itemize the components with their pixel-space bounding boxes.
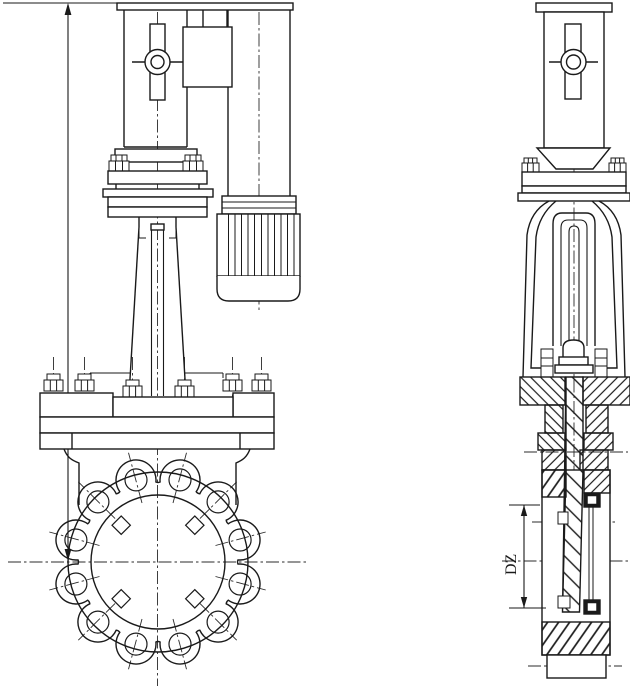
- bonnet-bolts: [43, 373, 272, 398]
- yoke-outer-right: [598, 200, 626, 378]
- motor-fins: [228, 214, 295, 276]
- actuator-mounting-stack: [102, 148, 214, 218]
- bonnet-assembly: [39, 372, 275, 505]
- dz-dimension: DZ: [503, 504, 546, 609]
- side-bolt-right: [608, 157, 627, 173]
- bottom-stub: [546, 654, 607, 679]
- body-bottom-band: [541, 621, 611, 656]
- stem-tube-outer: [552, 212, 596, 346]
- guide-notch-upper: [557, 511, 569, 525]
- handwheel: [132, 23, 183, 101]
- yoke-inner-right: [591, 200, 618, 369]
- seat-seals: [583, 492, 601, 615]
- front-centerlines: [8, 12, 308, 686]
- base-plate-right: [582, 376, 630, 406]
- body-top-band-right: [583, 469, 611, 494]
- height-dimension: [3, 2, 118, 561]
- side-funnel: [535, 147, 612, 170]
- side-actuator: [517, 2, 630, 202]
- electric-motor: [216, 195, 301, 302]
- side-bolt-left: [521, 157, 540, 173]
- motor-end-bell: [216, 276, 301, 302]
- guide-notch-lower: [557, 595, 571, 609]
- body-shoulder-right: [235, 448, 251, 505]
- front-view: [8, 2, 308, 686]
- side-yoke: [522, 200, 626, 378]
- side-section: [519, 376, 630, 679]
- yoke-outer-left: [522, 200, 550, 378]
- gate-guide-lugs: [111, 515, 205, 609]
- arrowhead-up: [64, 3, 72, 15]
- body-shoulder-left: [63, 448, 80, 505]
- packing-left: [544, 404, 564, 434]
- base-plate-left: [519, 376, 566, 406]
- yoke-and-stem: [128, 217, 187, 397]
- stem-tube-inner: [560, 219, 588, 346]
- actuator-assembly: [116, 2, 301, 302]
- motor-neck: [221, 195, 297, 215]
- junction-box: [182, 10, 233, 88]
- stem-rod: [568, 225, 580, 341]
- yoke-inner-left: [530, 200, 557, 369]
- side-view: DZ: [502, 2, 630, 679]
- packing-right: [585, 404, 609, 434]
- drawing-root: DZ: [3, 2, 630, 686]
- body-top-band-left: [541, 469, 567, 498]
- gate-knife: [561, 376, 584, 613]
- stem-nut-dome: [562, 339, 585, 357]
- side-top-cap: [535, 2, 613, 13]
- actuator-top-plate: [116, 2, 294, 11]
- dz-dimension-label: DZ: [503, 554, 520, 575]
- stack-bolt-right: [182, 154, 204, 172]
- yoke-taper-left: [128, 226, 140, 397]
- gland-plate: [112, 396, 234, 418]
- flange-scalloped-outline: [55, 459, 261, 665]
- bore-circle: [90, 494, 226, 630]
- flange: [55, 459, 261, 665]
- stem-cap: [150, 223, 165, 231]
- motor-body: [216, 213, 301, 277]
- flange-bolt-holes: [64, 468, 252, 656]
- stack-bolt-left: [108, 154, 130, 172]
- flange-face-circle: [67, 471, 249, 653]
- yoke-taper-right: [175, 226, 187, 397]
